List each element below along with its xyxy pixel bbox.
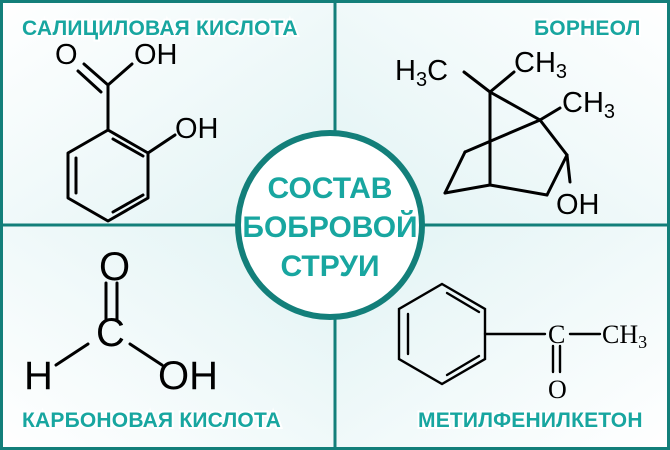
formic-title: КАРБОНОВАЯ КИСЛОТА bbox=[22, 409, 281, 432]
formic-acid-structure: O C H OH bbox=[24, 245, 218, 398]
salicylic-ring-double-3 bbox=[111, 137, 145, 158]
acetophenone-structure: C CH3 O bbox=[397, 282, 647, 404]
salicylic-phenol-oh-label: OH bbox=[175, 113, 219, 145]
borneol-title: БОРНЕОЛ bbox=[534, 17, 641, 40]
acetophenone-ring-double-2 bbox=[445, 354, 481, 377]
center-circle bbox=[235, 130, 425, 320]
borneol-bridge-to-h3c-bond bbox=[462, 70, 492, 94]
borneol-ring-to-oh-bond bbox=[565, 153, 572, 184]
borneol-bond-a bbox=[443, 183, 492, 195]
borneol-bond-b bbox=[443, 150, 467, 195]
acetophenone-ch3-label: CH3 bbox=[602, 320, 647, 352]
salicylic-ring-double-2 bbox=[111, 193, 145, 214]
borneol-oh-label: OH bbox=[556, 189, 600, 221]
salicylic-c-oh-bond bbox=[106, 62, 134, 87]
formic-h-label: H bbox=[24, 354, 53, 398]
borneol-bond-f bbox=[488, 183, 549, 197]
borneol-ring-to-ch3-bond bbox=[538, 106, 562, 122]
formic-c-oh-bond bbox=[128, 342, 164, 367]
salicylic-cooh-oh-label: OH bbox=[134, 39, 178, 71]
acetophenone-title: МЕТИЛФЕНИЛКЕТОН bbox=[418, 409, 643, 432]
acetophenone-c-label: C bbox=[548, 320, 565, 349]
borneol-bridge-to-ch3-bond bbox=[488, 70, 516, 94]
borneol-ch3-top-label: CH3 bbox=[514, 47, 567, 83]
salicylic-ring-to-oh-bond bbox=[146, 133, 177, 155]
salicylic-title: САЛИЦИЛОВАЯ КИСЛОТА bbox=[22, 17, 298, 40]
salicylic-acid-structure: O OH OH bbox=[55, 39, 219, 223]
borneol-ch3-right-label: CH3 bbox=[562, 87, 615, 123]
center-line-2: БОБРОВОЙ bbox=[242, 210, 417, 244]
center-line-1: СОСТАВ bbox=[268, 172, 393, 205]
borneol-bond-d bbox=[538, 118, 569, 157]
borneol-bond-c bbox=[463, 118, 542, 154]
formic-c-label: C bbox=[96, 311, 125, 355]
acetophenone-ring-double-3 bbox=[445, 291, 481, 314]
salicylic-o-label: O bbox=[55, 39, 78, 71]
acetophenone-o-label: O bbox=[548, 375, 567, 404]
salicylic-co-double-a bbox=[82, 62, 110, 87]
center-badge: СОСТАВ БОБРОВОЙ СТРУИ bbox=[235, 130, 425, 320]
center-line-3: СТРУИ bbox=[280, 250, 379, 283]
salicylic-co-double-b bbox=[76, 69, 103, 94]
borneol-bridge-right bbox=[488, 90, 542, 122]
formic-oh-label: OH bbox=[158, 354, 218, 398]
formic-o-label: O bbox=[99, 245, 130, 289]
formic-h-c-bond bbox=[54, 342, 90, 367]
borneol-h3c-label: H3C bbox=[395, 55, 448, 91]
borneol-structure: H3C CH3 CH3 OH bbox=[395, 47, 615, 221]
borneol-bond-e bbox=[545, 153, 569, 197]
acetophenone-benzene-ring bbox=[397, 282, 487, 386]
